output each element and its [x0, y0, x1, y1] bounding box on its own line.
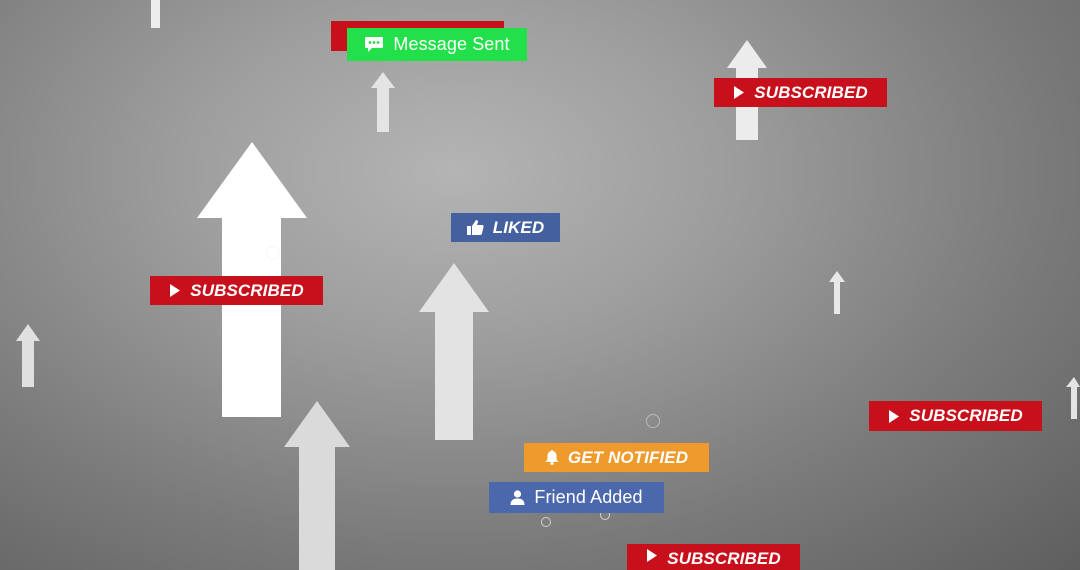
subscribed-label: SUBSCRIBED: [667, 549, 781, 568]
friend-added-badge: Friend Added: [489, 482, 664, 513]
up-arrow-icon: [16, 324, 40, 387]
up-arrow-icon: [829, 271, 845, 314]
play-icon: [733, 86, 745, 99]
message-sent-badge: Message Sent: [347, 28, 527, 61]
bell-icon: [545, 450, 559, 465]
liked-badge: LIKED: [451, 213, 560, 242]
thumbs-up-icon: [466, 220, 484, 235]
friend-added-label: Friend Added: [534, 487, 643, 507]
subscribed-badge: SUBSCRIBED: [627, 544, 800, 570]
up-arrow-icon: [419, 263, 489, 440]
message-sent-label: Message Sent: [393, 34, 510, 54]
sparkle-ring: [541, 517, 551, 527]
subscribed-label: SUBSCRIBED: [190, 280, 304, 300]
up-arrow-icon: [371, 72, 395, 132]
up-arrow-icon: [284, 401, 350, 570]
subscribed-label: SUBSCRIBED: [909, 406, 1023, 425]
up-arrow-icon: [151, 0, 160, 28]
play-icon: [646, 549, 658, 562]
subscribed-badge: SUBSCRIBED: [150, 276, 323, 305]
sparkle-ring: [646, 414, 660, 428]
sparkle-ring: [266, 246, 280, 260]
liked-label: LIKED: [492, 217, 545, 237]
up-arrow-icon: [1066, 377, 1080, 419]
play-icon: [888, 409, 900, 423]
subscribed-label: SUBSCRIBED: [754, 82, 868, 102]
get-notified-badge: GET NOTIFIED: [524, 443, 709, 472]
play-icon: [169, 284, 181, 297]
subscribed-badge: SUBSCRIBED: [714, 78, 887, 107]
user-icon: [510, 490, 525, 505]
chat-bubble-icon: [364, 36, 384, 53]
subscribed-badge: SUBSCRIBED: [869, 401, 1042, 431]
get-notified-label: GET NOTIFIED: [567, 447, 689, 467]
